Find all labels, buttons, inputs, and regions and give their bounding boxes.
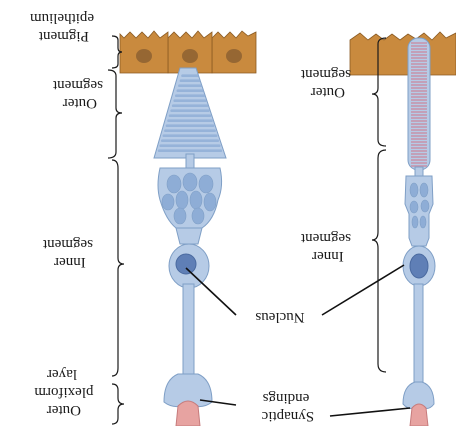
brace-outer-plexiform — [112, 384, 124, 424]
label-cone-outer-segment: Outer segment — [52, 77, 103, 111]
leader-synaptic-left — [330, 408, 410, 416]
cone-pigment-epithelium — [120, 31, 256, 73]
brace-cone-outer-segment — [108, 70, 122, 158]
rod-nucleus — [410, 254, 428, 278]
rod-synapse-dendrite — [410, 404, 428, 426]
cone-inner-taper — [176, 228, 202, 244]
leader-nucleus-left — [322, 265, 404, 315]
brace-cone-inner-segment — [112, 160, 124, 376]
rod-axon — [414, 284, 423, 384]
label-cone-inner-segment: Inner segment — [42, 236, 93, 270]
label-rod-outer-segment: Outer segment — [300, 66, 351, 100]
brace-rod-inner-segment — [372, 150, 386, 372]
label-pigment-epithelium: Pigment epithelium — [30, 10, 94, 44]
cone-synapse-dendrite — [176, 401, 200, 426]
rod-pigment-epithelium — [350, 32, 456, 75]
cone-axon — [183, 284, 194, 376]
label-nucleus: Nucleus — [255, 309, 304, 325]
rod-inner-segment — [405, 176, 433, 246]
rod-cell — [350, 32, 456, 426]
rotated-figure — [120, 31, 456, 426]
cone-cell — [120, 31, 256, 426]
label-outer-plexiform-layer: Outer plexiform layer — [31, 366, 94, 418]
cone-nucleus — [176, 254, 196, 274]
label-synaptic-endings: Synaptic endings — [258, 390, 314, 424]
label-rod-inner-segment: Inner segment — [300, 230, 351, 264]
